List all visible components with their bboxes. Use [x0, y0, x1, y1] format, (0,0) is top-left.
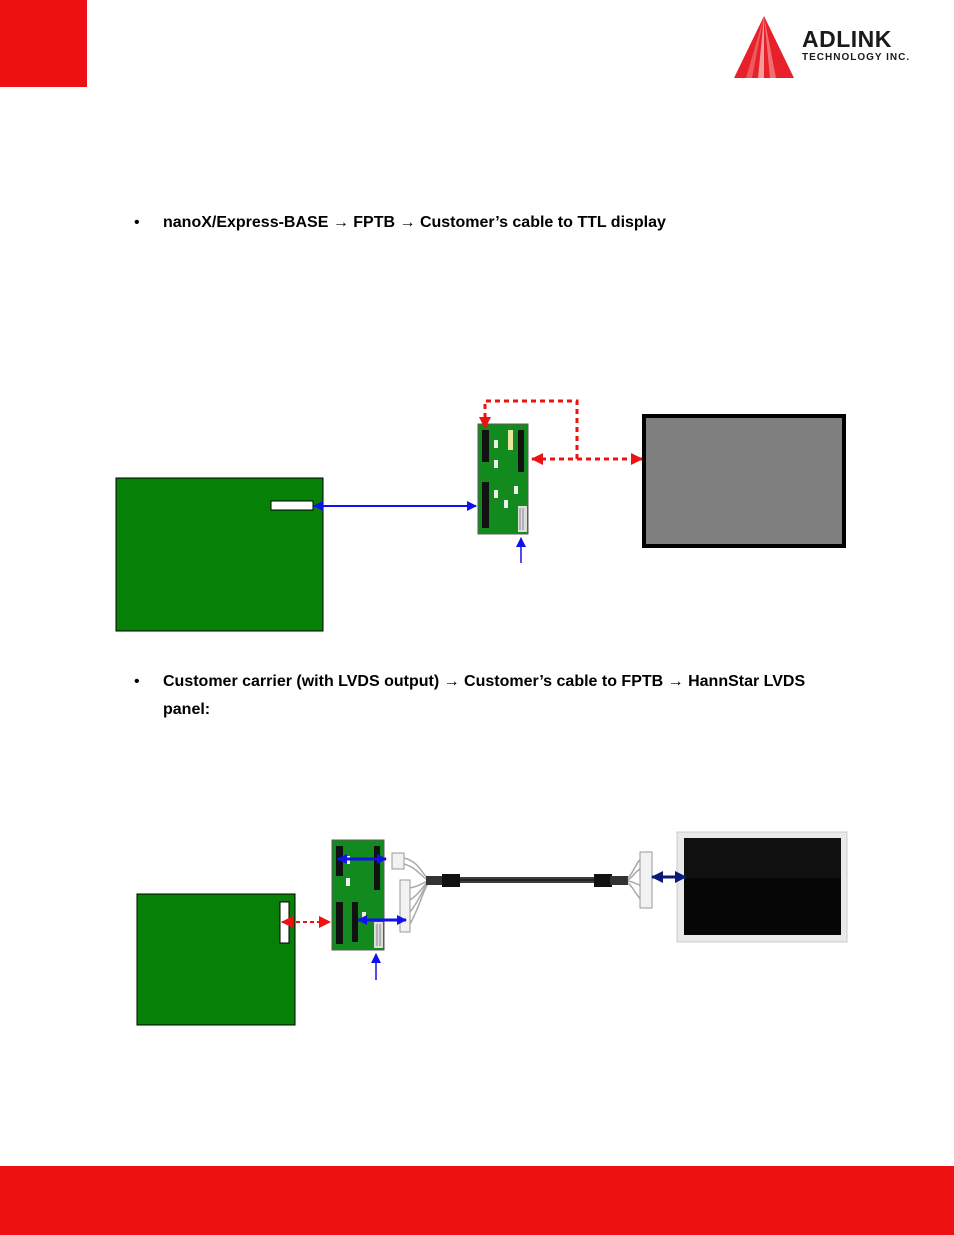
carrier-connector-1 — [270, 500, 314, 511]
fptb-board-2 — [331, 839, 385, 951]
bullet-text-2: Customer carrier (with LVDS output) → Cu… — [163, 673, 806, 718]
carrier-board-2 — [136, 893, 296, 1026]
lvds-cable — [391, 851, 653, 933]
hannstar-lvds-panel — [676, 831, 848, 943]
carrier-board-1 — [115, 477, 324, 632]
fptb-board-1 — [477, 423, 529, 535]
bullet-2: • — [134, 673, 140, 690]
footer-red-bar — [0, 1166, 954, 1235]
adlink-triangle-icon — [734, 16, 794, 78]
fptb-loop-arrow — [479, 399, 579, 459]
logo-wordmark: ADLINK — [802, 26, 892, 52]
bullet-text-1: nanoX/Express-BASE → FPTB → Customer’s c… — [163, 214, 666, 231]
logo-tagline: TECHNOLOGY INC. — [802, 52, 911, 63]
header-red-block — [0, 0, 87, 87]
ttl-display — [642, 414, 846, 548]
bullet-1: • — [134, 214, 140, 231]
adlink-logo: ADLINK TECHNOLOGY INC. — [728, 12, 943, 84]
